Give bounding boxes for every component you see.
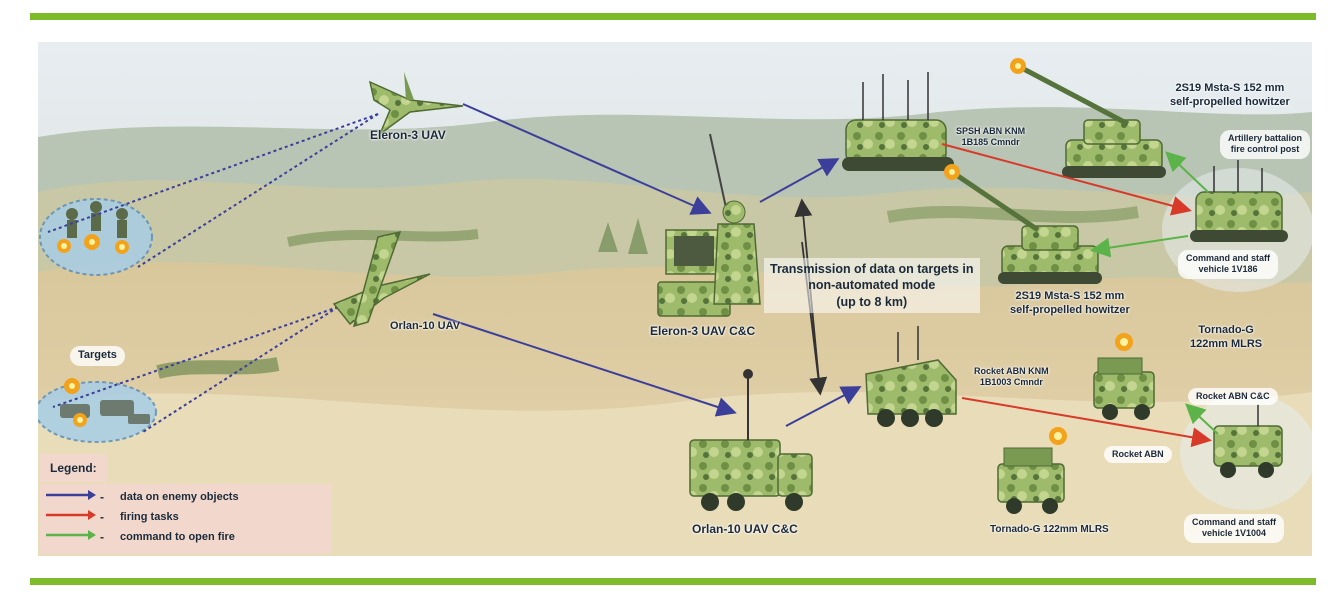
eleron-3-uav-cc-label: Eleron-3 UAV C&C (650, 324, 756, 338)
tree-line (156, 357, 280, 379)
battle-scheme-illustration: Eleron-3 UAV Orlan-10 UAV Targets Eleron… (38, 42, 1312, 556)
tornado-g-bottom-mlrs-icon (997, 427, 1067, 514)
orlan-sensor-cone (52, 306, 339, 433)
orlan-10-uav-icon (332, 230, 431, 328)
eleron-sensor-cone (47, 113, 379, 268)
bottom-accent-bar (30, 578, 1316, 585)
tornado-g-right-mlrs-icon (1093, 333, 1155, 420)
foreground-field (38, 392, 1312, 556)
green-arrow-icon (46, 530, 96, 540)
orlan-10-uav-label: Orlan-10 UAV (390, 320, 461, 332)
orlan-10-control-truck-icon (689, 369, 813, 511)
rocket-abn-command-vehicle-icon (1180, 394, 1312, 510)
rocket-abn-cc-label: Rocket ABN C&C (1188, 388, 1278, 406)
rocket-abn-label: Rocket ABN (1104, 446, 1172, 464)
enemy-soldiers-icon (66, 201, 128, 238)
tornado-g-bottom-label: Tornado-G 122mm MLRS (990, 524, 1109, 535)
legend-item-firing: - firing tasks (46, 510, 326, 526)
legend-item-data: - data on enemy objects (46, 490, 326, 506)
transmission-callout: Transmission of data on targets in non-a… (764, 258, 980, 313)
target-area-lower (38, 381, 157, 443)
legend-title: Legend: (40, 454, 107, 482)
legend: Legend: - data on enemy objects - firing… (38, 454, 338, 554)
msta-s-top-howitzer-icon (1010, 58, 1166, 178)
explosion-icon (64, 378, 87, 427)
eleron-3-uav-label: Eleron-3 UAV (370, 128, 446, 142)
tree-line (886, 206, 1139, 223)
red-arrow-icon (46, 510, 96, 520)
spsh-abn-knm-vehicle-icon (842, 72, 954, 171)
rocket-abn-knm-vehicle-icon (865, 326, 957, 427)
orlan-10-uav-cc-label: Orlan-10 UAV C&C (692, 522, 798, 536)
legend-item-label: command to open fire (120, 531, 235, 543)
top-accent-bar (30, 13, 1316, 20)
scene-svg (38, 42, 1312, 556)
enemy-vehicles-icon (60, 400, 150, 424)
targets-label: Targets (70, 346, 125, 366)
eleron-3-uav-icon (368, 72, 464, 137)
blue-arrow-icon (46, 490, 96, 500)
cypress-trees (598, 218, 648, 254)
firing-task-arrows (941, 143, 1212, 448)
legend-item-command: - command to open fire (46, 530, 326, 546)
command-arrows (1090, 151, 1219, 435)
legend-box: - data on enemy objects - firing tasks -… (40, 484, 332, 554)
eleron-3-control-station-icon (657, 133, 761, 317)
msta-s-middle-howitzer-icon (944, 164, 1102, 284)
legend-item-label: data on enemy objects (120, 491, 239, 503)
explosion-icon (57, 234, 129, 254)
data-arrows (432, 103, 862, 427)
legend-item-label: firing tasks (120, 511, 179, 523)
